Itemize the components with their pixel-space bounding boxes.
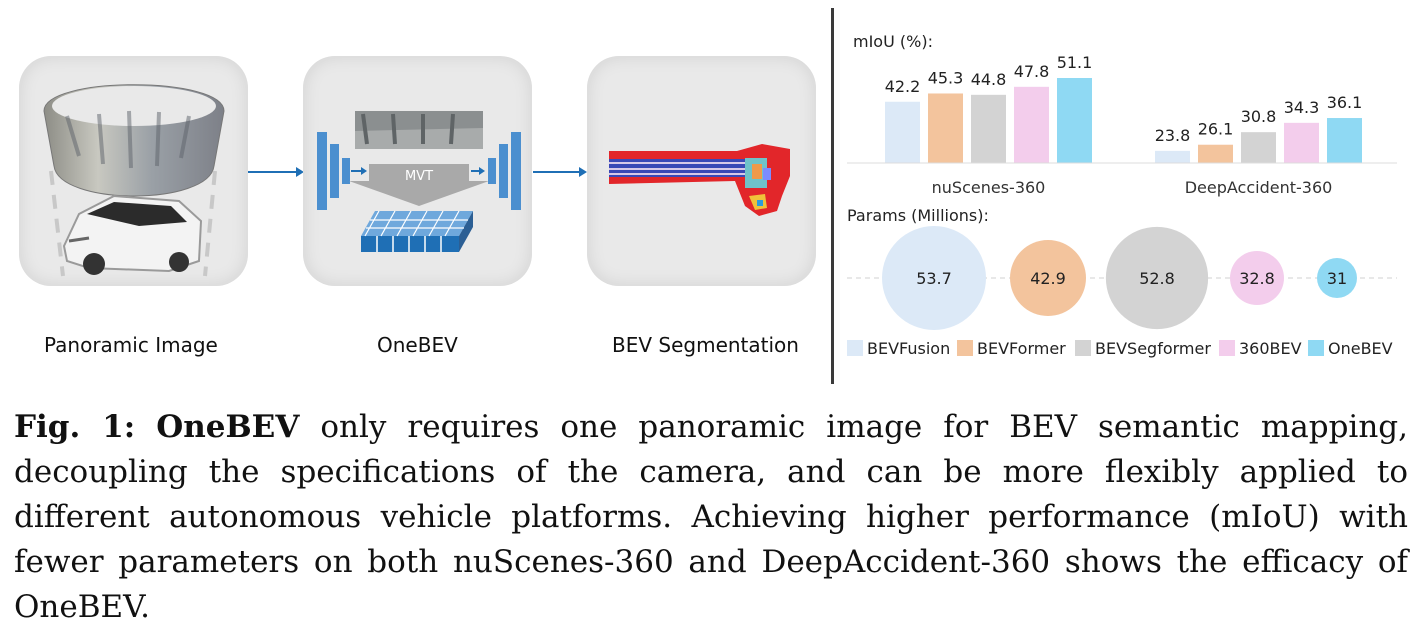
arrow-1 xyxy=(248,167,304,177)
onebev-architecture-illustration: MVT xyxy=(317,111,521,252)
bar-value-label: 44.8 xyxy=(971,70,1007,89)
bar-bevsegformer-0 xyxy=(971,94,1006,163)
legend-item-onebev: OneBEV xyxy=(1308,338,1393,358)
mvt-label: MVT xyxy=(405,169,433,184)
divider-line xyxy=(831,8,834,384)
category-label: DeepAccident-360 xyxy=(1185,178,1333,197)
bar-bevsegformer-1 xyxy=(1241,132,1276,163)
legend-label: BEVSegformer xyxy=(1095,338,1211,358)
caption-label: Fig. 1: xyxy=(14,409,136,445)
params-title: Params (Millions): xyxy=(847,206,989,225)
legend-item-360bev: 360BEV xyxy=(1219,338,1302,358)
results-chart: mIoU (%): 42.2 45.3 44.8 47.8 51.1 23.8 26.1 30… xyxy=(847,32,1397,330)
legend-label: BEVFusion xyxy=(867,338,951,358)
bar-value-label: 42.2 xyxy=(885,77,921,96)
bar-onebev-0 xyxy=(1057,78,1092,163)
bar-360bev-1 xyxy=(1284,122,1319,163)
legend-swatch xyxy=(1075,340,1091,356)
bar-value-label: 51.1 xyxy=(1057,53,1093,72)
bubble-bevformer xyxy=(1010,240,1086,316)
miou-title: mIoU (%): xyxy=(853,32,933,51)
category-label: nuScenes-360 xyxy=(932,178,1046,197)
bubble-value-label: 31 xyxy=(1327,269,1347,288)
bar-value-label: 26.1 xyxy=(1198,120,1234,139)
bar-value-label: 34.3 xyxy=(1284,98,1320,117)
bar-value-label: 36.1 xyxy=(1327,93,1363,112)
bubble-onebev xyxy=(1317,258,1357,298)
legend-item-bevformer: BEVFormer xyxy=(957,338,1066,358)
bubble-bevsegformer xyxy=(1105,226,1209,330)
bubble-value-label: 32.8 xyxy=(1239,269,1275,288)
legend-label: OneBEV xyxy=(1328,338,1393,358)
legend-label: 360BEV xyxy=(1239,338,1302,358)
panel-label-bev-seg: BEV Segmentation xyxy=(612,333,799,357)
legend-swatch xyxy=(1308,340,1324,356)
bar-bevformer-0 xyxy=(928,93,963,163)
legend-label: BEVFormer xyxy=(977,338,1066,358)
panoramic-ring-illustration xyxy=(43,84,225,277)
panel-label-panoramic: Panoramic Image xyxy=(44,333,218,357)
legend-swatch xyxy=(1219,340,1235,356)
figure-caption: Fig. 1: OneBEV only requires one panoram… xyxy=(14,405,1408,630)
legend-item-bevsegformer: BEVSegformer xyxy=(1075,338,1211,358)
bar-value-label: 23.8 xyxy=(1155,126,1191,145)
bar-bevfusion-1 xyxy=(1155,150,1190,163)
bar-value-label: 45.3 xyxy=(928,68,964,87)
panel-label-onebev: OneBEV xyxy=(377,333,458,357)
panel-panoramic-image xyxy=(19,56,248,286)
panel-onebev: MVT xyxy=(303,56,532,286)
legend-swatch xyxy=(957,340,973,356)
bubble-value-label: 52.8 xyxy=(1139,269,1175,288)
panel-bev-segmentation xyxy=(587,56,816,286)
bubble-value-label: 53.7 xyxy=(916,269,952,288)
voxel-grid-icon xyxy=(361,210,473,252)
bubble-bevfusion xyxy=(882,226,986,330)
arrow-2 xyxy=(533,167,587,177)
bar-onebev-1 xyxy=(1327,118,1362,163)
bubble-value-label: 42.9 xyxy=(1030,269,1066,288)
legend-swatch xyxy=(847,340,863,356)
car-icon xyxy=(62,194,203,275)
bar-value-label: 47.8 xyxy=(1014,62,1050,81)
bubble-360bev xyxy=(1230,251,1284,305)
bar-360bev-0 xyxy=(1014,86,1049,163)
legend-item-bevfusion: BEVFusion xyxy=(847,338,950,358)
bar-value-label: 30.8 xyxy=(1241,107,1277,126)
bar-bevfusion-0 xyxy=(885,101,920,163)
caption-text: only requires one panoramic image for BE… xyxy=(14,409,1408,625)
bev-segmentation-map xyxy=(609,144,790,216)
bar-bevformer-1 xyxy=(1198,144,1233,163)
caption-method-name: OneBEV xyxy=(156,409,300,445)
